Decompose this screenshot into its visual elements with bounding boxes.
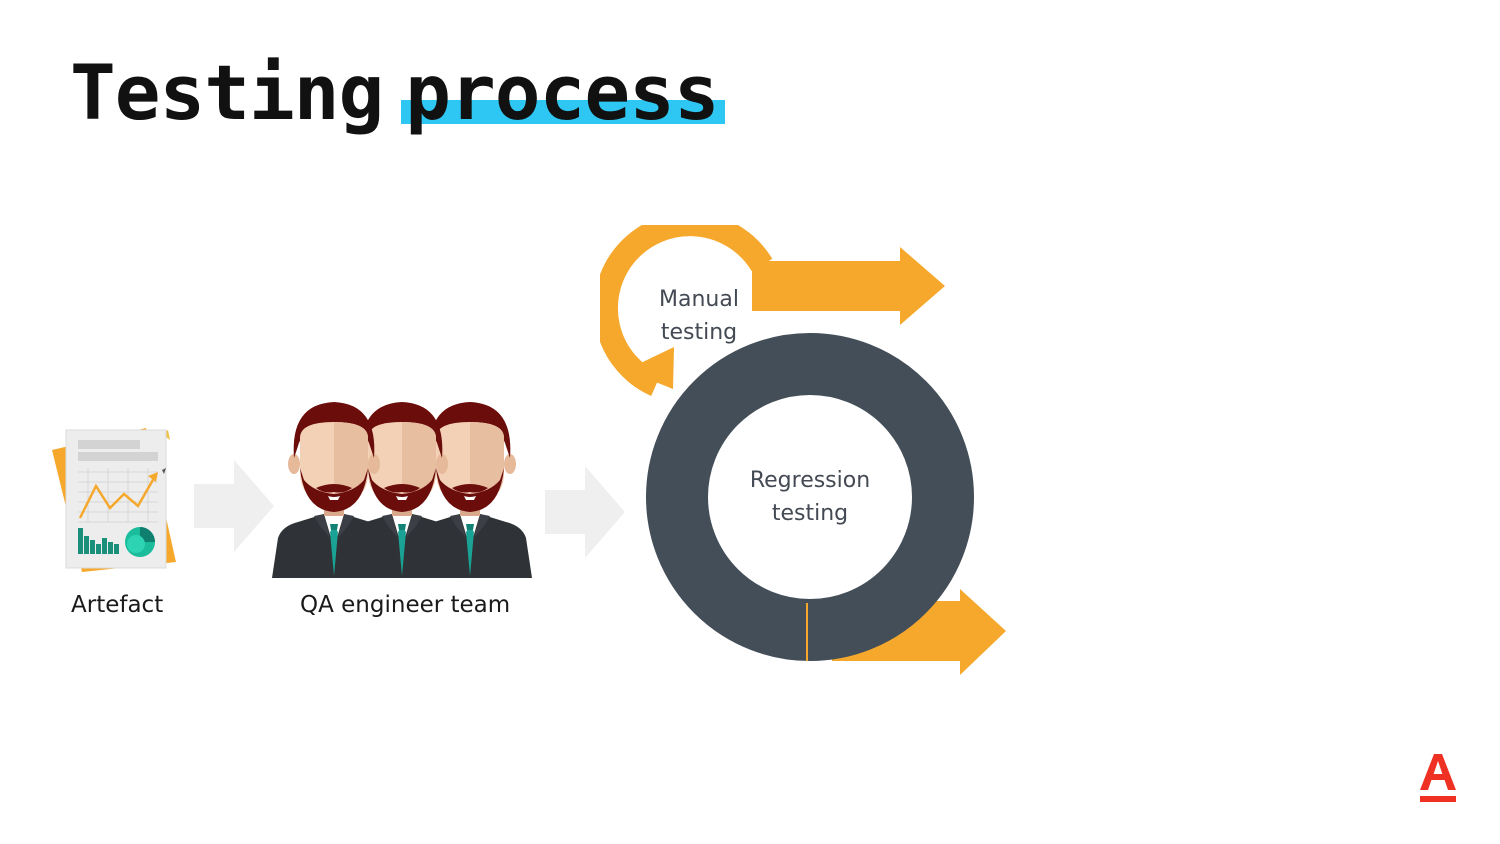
artefact-label: Artefact <box>71 592 164 618</box>
regression-testing-label: Regression testing <box>749 468 871 526</box>
document-chart-icon <box>52 428 176 572</box>
team-icon <box>272 402 532 578</box>
regression-ring <box>646 333 974 661</box>
title-highlight <box>401 100 725 124</box>
flow-arrow-icon <box>194 460 274 552</box>
flow-arrow-icon <box>545 466 625 558</box>
brand-logo-icon <box>1420 754 1456 802</box>
team-label: QA engineer team <box>300 592 511 618</box>
manual-testing-label: Manual testing <box>659 287 739 345</box>
testing-cycle <box>600 225 1006 675</box>
title-word-2: process <box>401 48 725 138</box>
title-word-1: Testing <box>70 48 384 137</box>
manual-loop-icon <box>600 225 773 396</box>
output-arrow-icon <box>752 247 945 325</box>
